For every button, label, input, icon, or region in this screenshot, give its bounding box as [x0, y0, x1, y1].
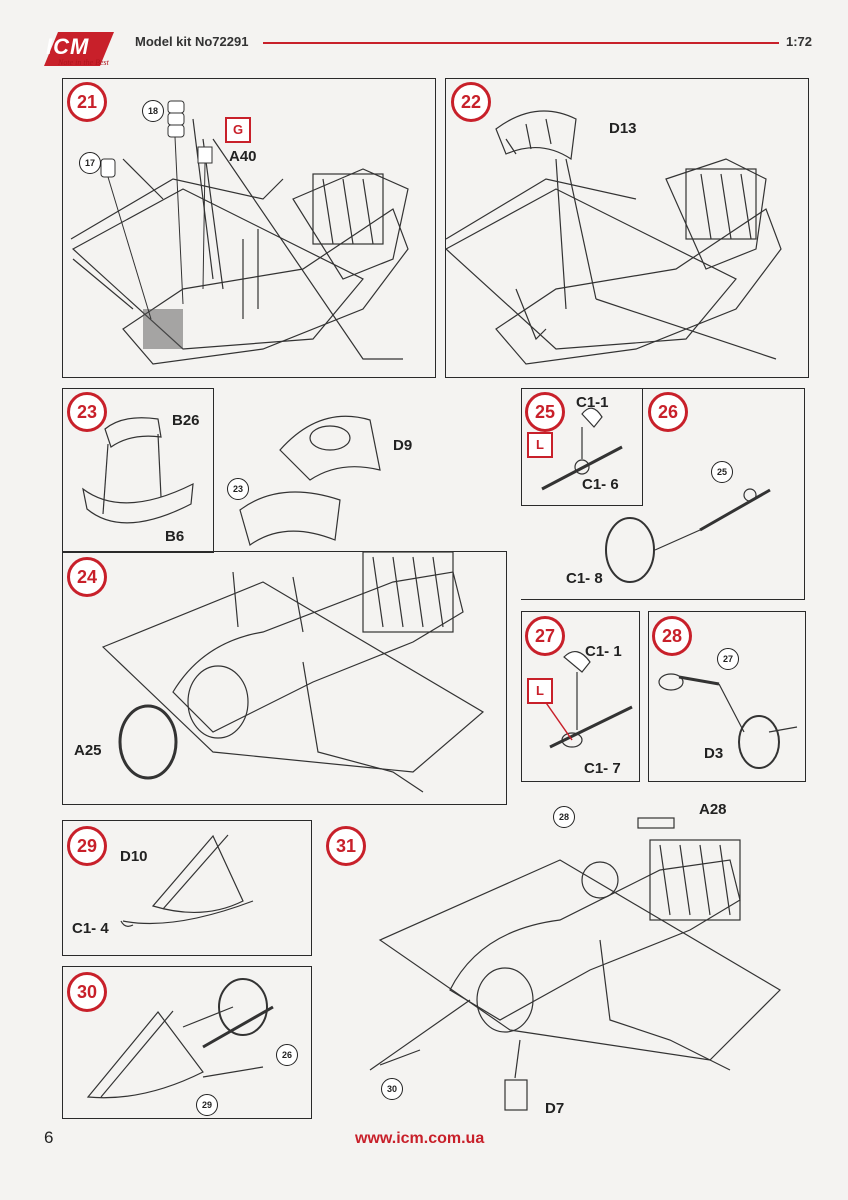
- step-27-badge: 27: [525, 616, 565, 656]
- step-24-panel: [62, 551, 507, 805]
- ref-27: 27: [717, 648, 739, 670]
- step-24-drawing: [101, 551, 485, 793]
- part-c1-1-b: C1- 1: [585, 643, 622, 660]
- step-27-panel: [521, 611, 640, 782]
- part-c1-1-a: C1-1: [576, 394, 609, 411]
- step-27-drawing: [541, 651, 633, 749]
- part-d10: D10: [120, 848, 148, 865]
- ref-25: 25: [711, 461, 733, 483]
- website-link[interactable]: www.icm.com.ua: [355, 1130, 485, 1147]
- step-22-drawing: [444, 110, 782, 365]
- ref-28: 28: [553, 806, 575, 828]
- step-23-drawing: [82, 417, 194, 524]
- step-25-panel: [521, 388, 643, 506]
- kit-number: Model kit No72291: [135, 34, 249, 49]
- brand-name: ICM: [46, 34, 90, 59]
- step-26-panel: [521, 388, 805, 600]
- step-29-panel: [62, 820, 312, 956]
- icm-logo: [44, 32, 114, 66]
- part-a28: A28: [699, 801, 727, 818]
- step-23-panel: [62, 388, 214, 553]
- step-28-badge: 28: [652, 616, 692, 656]
- step-22-panel: [444, 78, 809, 378]
- paint-code-g: G: [225, 117, 251, 143]
- part-c1-4: C1- 4: [72, 920, 109, 937]
- ref-23: 23: [227, 478, 249, 500]
- step-21-panel: [62, 78, 436, 378]
- part-c1-6: C1- 6: [582, 476, 619, 493]
- step-31-badge: 31: [326, 826, 366, 866]
- step-24-badge: 24: [67, 557, 107, 597]
- step-25-badge: 25: [525, 392, 565, 432]
- brand-tagline: Note in the Best: [58, 58, 109, 67]
- paint-code-l-27: L: [527, 678, 553, 704]
- ref-26: 26: [276, 1044, 298, 1066]
- step-30-badge: 30: [67, 972, 107, 1012]
- step-29-badge: 29: [67, 826, 107, 866]
- step-26-drawing: [605, 488, 771, 583]
- step-24-canopy-drawing: [239, 415, 381, 546]
- paint-code-l-25: L: [527, 432, 553, 458]
- scale-label: 1:72: [786, 34, 813, 49]
- part-d7: D7: [545, 1100, 565, 1117]
- step-29-drawing: [120, 834, 254, 927]
- part-b6: B6: [165, 528, 185, 545]
- step-30-panel: [62, 966, 312, 1119]
- step-28-panel: [648, 611, 806, 782]
- step-30-drawing: [86, 978, 274, 1099]
- step-28-drawing: [658, 673, 798, 769]
- part-a25: A25: [74, 742, 102, 759]
- step-21-badge: 21: [67, 82, 107, 122]
- page-number: 6: [44, 1128, 54, 1147]
- part-d3: D3: [704, 745, 724, 762]
- part-d9: D9: [393, 437, 413, 454]
- part-c1-8: C1- 8: [566, 570, 603, 587]
- step-23-badge: 23: [67, 392, 107, 432]
- header-rule: [263, 42, 779, 44]
- ref-18: 18: [142, 100, 164, 122]
- part-d13: D13: [609, 120, 637, 137]
- ref-17: 17: [79, 152, 101, 174]
- ref-29: 29: [196, 1094, 218, 1116]
- part-a40: A40: [229, 148, 257, 165]
- step-25-drawing: [541, 407, 623, 491]
- step-21-drawing: [70, 100, 409, 365]
- step-22-badge: 22: [451, 82, 491, 122]
- part-b26: B26: [172, 412, 200, 429]
- step-31-drawing: [369, 817, 781, 1111]
- step-26-badge: 26: [648, 392, 688, 432]
- ref-30: 30: [381, 1078, 403, 1100]
- part-c1-7: C1- 7: [584, 760, 621, 777]
